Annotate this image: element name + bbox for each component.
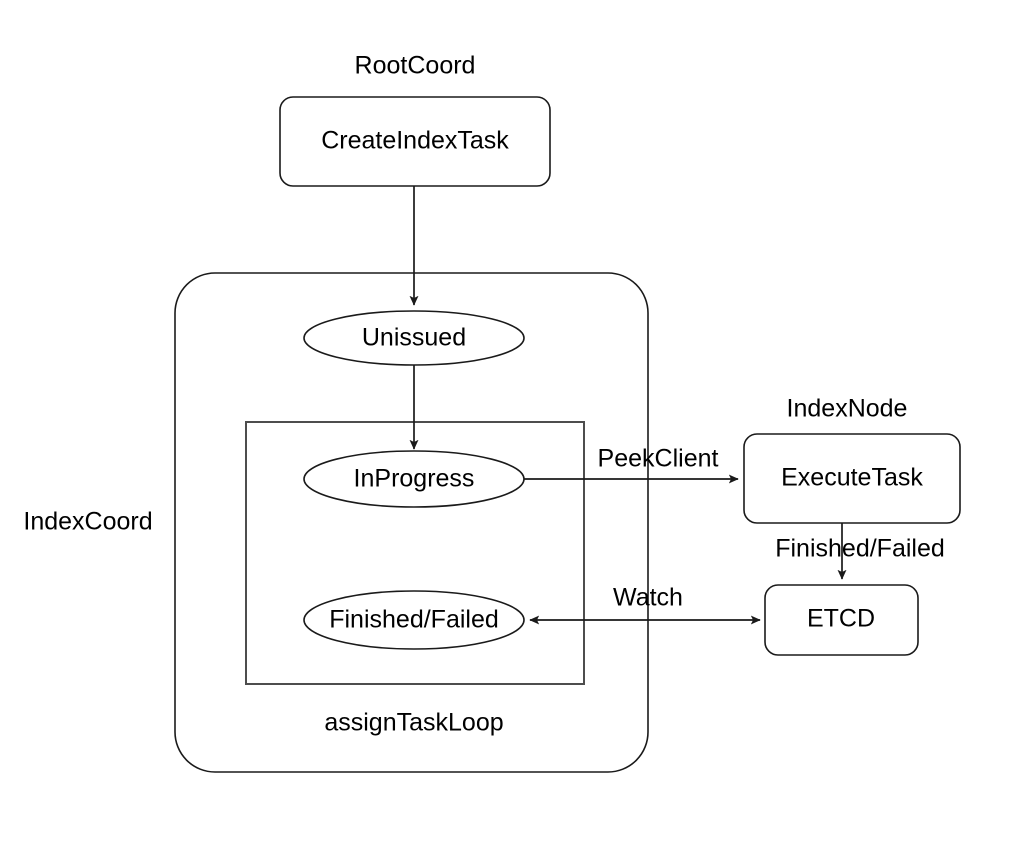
node-create-index-task-label: CreateIndexTask	[321, 127, 509, 155]
node-execute-task-label: ExecuteTask	[781, 464, 923, 492]
edge-label-peekclient: PeekClient	[598, 445, 719, 473]
group-label-indexcoord: IndexCoord	[23, 508, 152, 536]
group-label-assigntaskloop: assignTaskLoop	[324, 709, 503, 737]
group-assigntaskloop-container	[245, 421, 585, 685]
node-unissued[interactable]: Unissued	[303, 310, 525, 366]
node-finished-failed-label: Finished/Failed	[329, 606, 499, 634]
edge-label-watch: Watch	[613, 584, 683, 612]
node-etcd-label: ETCD	[807, 605, 875, 633]
node-create-index-task-shape	[279, 96, 551, 187]
node-in-progress[interactable]: InProgress	[303, 450, 525, 508]
node-finished-failed-shape	[303, 590, 525, 650]
group-label-indexnode: IndexNode	[787, 395, 908, 423]
edge-label-finished-failed: Finished/Failed	[775, 535, 945, 563]
node-execute-task[interactable]: ExecuteTask	[743, 433, 961, 524]
node-in-progress-label: InProgress	[354, 465, 475, 493]
group-label-rootcoord: RootCoord	[355, 52, 476, 80]
node-etcd-shape	[764, 584, 919, 656]
node-unissued-shape	[303, 310, 525, 366]
node-unissued-label: Unissued	[362, 324, 466, 352]
node-execute-task-shape	[743, 433, 961, 524]
node-finished-failed[interactable]: Finished/Failed	[303, 590, 525, 650]
group-indexcoord-container	[174, 272, 649, 773]
node-etcd[interactable]: ETCD	[764, 584, 919, 656]
node-in-progress-shape	[303, 450, 525, 508]
node-create-index-task[interactable]: CreateIndexTask	[279, 96, 551, 187]
